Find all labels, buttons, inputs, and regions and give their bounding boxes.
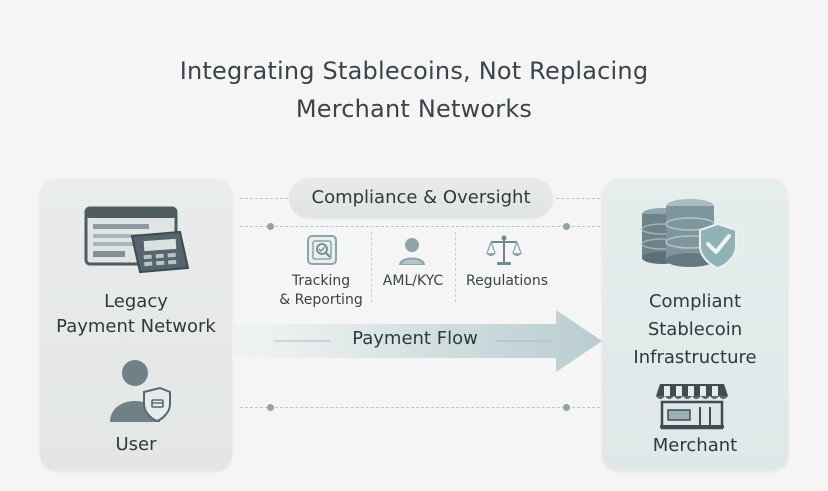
- tracking-label-line-2: & Reporting: [279, 292, 363, 308]
- storefront-icon: [656, 384, 728, 430]
- connector-dot: [563, 223, 570, 230]
- aml-kyc-label: AML/KYC: [382, 273, 444, 289]
- connector-dot: [563, 404, 570, 411]
- tracking-report-icon: [307, 235, 337, 265]
- diagram-title: Integrating Stablecoins, Not Replacing M…: [0, 52, 828, 128]
- compliance-oversight-badge: Compliance & Oversight: [289, 178, 553, 218]
- tracking-label-line-1: Tracking: [291, 273, 351, 289]
- upper-dashed-line: [240, 226, 600, 227]
- user-label: User: [115, 434, 157, 455]
- connector-dot: [267, 223, 274, 230]
- infra-label-line-1: Compliant: [648, 291, 742, 312]
- infra-label-line-3: Infrastructure: [633, 347, 757, 368]
- legacy-network-label: Legacy Payment Network: [40, 289, 232, 339]
- infra-label-line-2: Stablecoin: [647, 319, 743, 340]
- legacy-label-line-1: Legacy: [104, 291, 168, 312]
- item-separator: [371, 232, 372, 302]
- regulations-label: Regulations: [465, 273, 549, 289]
- payment-flow-arrow: [234, 310, 602, 372]
- person-icon: [399, 238, 425, 265]
- connector-dot: [267, 404, 274, 411]
- legacy-label-line-2: Payment Network: [56, 316, 216, 337]
- lower-dashed-line: [240, 407, 600, 408]
- tracking-label: Tracking & Reporting: [275, 272, 367, 310]
- title-line-1: Integrating Stablecoins, Not Replacing: [179, 57, 649, 85]
- top-dashed-line-left: [240, 198, 288, 199]
- user-shield-icon: [110, 360, 171, 423]
- merchant-label: Merchant: [652, 435, 738, 456]
- top-dashed-line-right: [556, 198, 600, 199]
- item-separator: [455, 232, 456, 302]
- database-shield-icon: [641, 199, 737, 270]
- scales-icon: [486, 235, 522, 265]
- infrastructure-label: Compliant Stablecoin Infrastructure: [602, 288, 788, 372]
- payment-flow-label: Payment Flow: [352, 328, 478, 349]
- title-line-2: Merchant Networks: [295, 95, 533, 123]
- legacy-terminal-icon: [84, 206, 190, 274]
